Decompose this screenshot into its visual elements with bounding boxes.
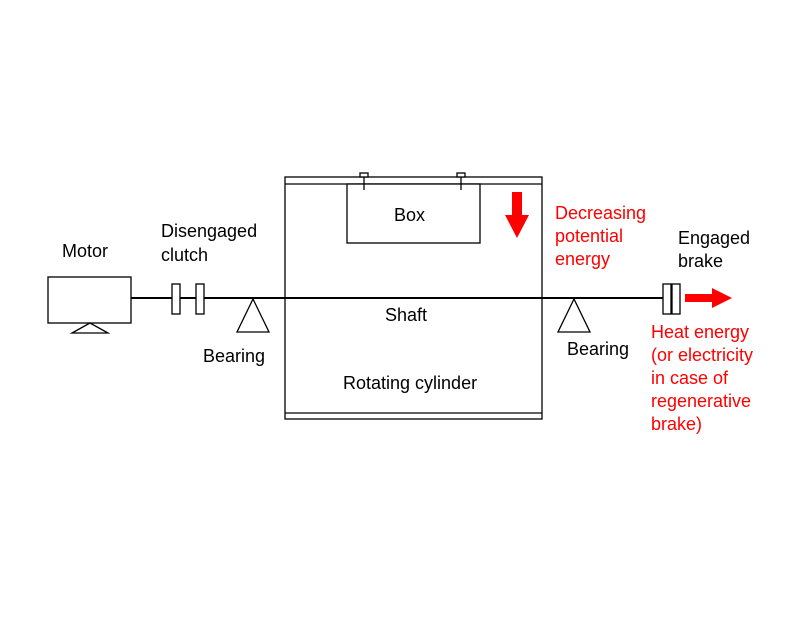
potential-label-line3: energy xyxy=(555,249,610,269)
potential-label-line1: Decreasing xyxy=(555,203,646,223)
clutch-label-line1: Disengaged xyxy=(161,221,257,241)
heat-label-line4: regenerative xyxy=(651,391,751,411)
shaft-label: Shaft xyxy=(385,305,427,325)
bearing-left xyxy=(235,297,271,333)
brake-label-line1: Engaged xyxy=(678,228,750,248)
box xyxy=(346,172,481,244)
motor-body xyxy=(47,276,132,324)
heat-label-line5: brake) xyxy=(651,414,702,434)
brake-plate-right xyxy=(671,283,681,315)
motor-label: Motor xyxy=(62,241,108,261)
box-body xyxy=(346,183,481,244)
box-label: Box xyxy=(394,205,425,225)
brake-plate-left xyxy=(662,283,672,315)
potential-label-line2: potential xyxy=(555,226,623,246)
brake-label-line2: brake xyxy=(678,251,723,271)
motor-stand xyxy=(69,322,111,334)
clutch-plate-right xyxy=(195,283,205,315)
cylinder-label: Rotating cylinder xyxy=(343,373,477,393)
motor xyxy=(47,276,132,334)
heat-label-line3: in case of xyxy=(651,368,729,388)
right-arrow-icon xyxy=(685,288,732,308)
left-hanger xyxy=(359,172,369,190)
right-hanger xyxy=(456,172,466,190)
heat-label-line1: Heat energy xyxy=(651,322,749,342)
heat-label-line2: (or electricity xyxy=(651,345,753,365)
disengaged-clutch xyxy=(171,283,205,315)
clutch-plate-left xyxy=(171,283,181,315)
bearing-right-label: Bearing xyxy=(567,339,629,359)
engaged-brake xyxy=(662,283,681,315)
clutch-label-line2: clutch xyxy=(161,245,208,265)
bearing-right xyxy=(556,297,592,333)
down-arrow-icon xyxy=(505,192,529,238)
bearing-left-label: Bearing xyxy=(203,346,265,366)
